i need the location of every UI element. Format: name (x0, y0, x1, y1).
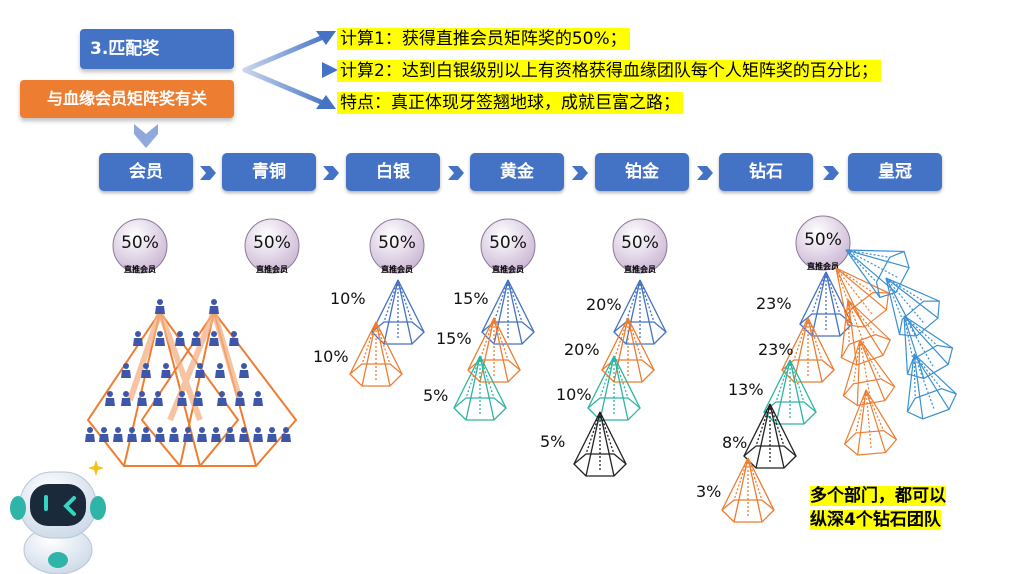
note-line-2: 纵深4个钻石团队 (810, 510, 941, 530)
ball-label-member: 直推会员 (124, 265, 156, 274)
level-gold: 黄金 (470, 153, 564, 191)
level-member: 会员 (99, 153, 193, 191)
level-platinum: 铂金 (595, 153, 689, 191)
robot-mascot-icon (10, 460, 106, 574)
ball-label-silver: 直推会员 (381, 265, 413, 274)
note: 多个部门，都可以 纵深4个钻石团队 (810, 484, 946, 532)
gold-pct-3: 5% (423, 386, 449, 405)
platinum-pct-1: 20% (586, 295, 622, 314)
ball-label-gold: 直推会员 (492, 265, 524, 274)
silver-pct-2: 10% (313, 347, 349, 366)
chevron-down-icon (134, 124, 158, 148)
ball-label-diamond: 直推会员 (807, 262, 839, 271)
ball-pct-platinum: 50% (621, 233, 659, 253)
gold-pct-1: 15% (453, 289, 489, 308)
ball-label-platinum: 直推会员 (624, 265, 656, 274)
diamond-pct-5: 3% (696, 482, 722, 501)
diamond-pct-2: 23% (758, 340, 794, 359)
point-1: 计算1：获得直推会员矩阵奖的50%； (337, 28, 630, 50)
silver-pct-1: 10% (330, 289, 366, 308)
platinum-pct-3: 10% (556, 385, 592, 404)
ball-pct-diamond: 50% (804, 230, 842, 250)
diamond-pct-3: 13% (728, 380, 764, 399)
ball-pct-bronze: 50% (253, 233, 291, 253)
level-bronze: 青铜 (222, 153, 316, 191)
diamond-pct-1: 23% (756, 294, 792, 313)
platinum-pct-2: 20% (564, 340, 600, 359)
level-diamond: 钻石 (719, 153, 813, 191)
point-3: 特点：真正体现牙签翘地球，成就巨富之路； (337, 92, 683, 114)
level-silver: 白银 (346, 153, 440, 191)
arrows-icon (242, 31, 338, 109)
ball-pct-member: 50% (121, 233, 159, 253)
level-crown: 皇冠 (848, 153, 942, 191)
diamond-pct-4: 8% (722, 433, 748, 452)
point-2: 计算2：达到白银级别以上有资格获得血缘团队每个人矩阵奖的百分比； (337, 60, 881, 82)
ball-label-bronze: 直推会员 (256, 265, 288, 274)
ball-pct-silver: 50% (378, 233, 416, 253)
section-subtitle: 与血缘会员矩阵奖有关 (20, 80, 234, 118)
platinum-pct-4: 5% (540, 432, 566, 451)
gold-pct-2: 15% (436, 329, 472, 348)
note-line-1: 多个部门，都可以 (810, 486, 946, 506)
ball-pct-gold: 50% (489, 233, 527, 253)
section-title: 3.匹配奖 (80, 29, 234, 69)
